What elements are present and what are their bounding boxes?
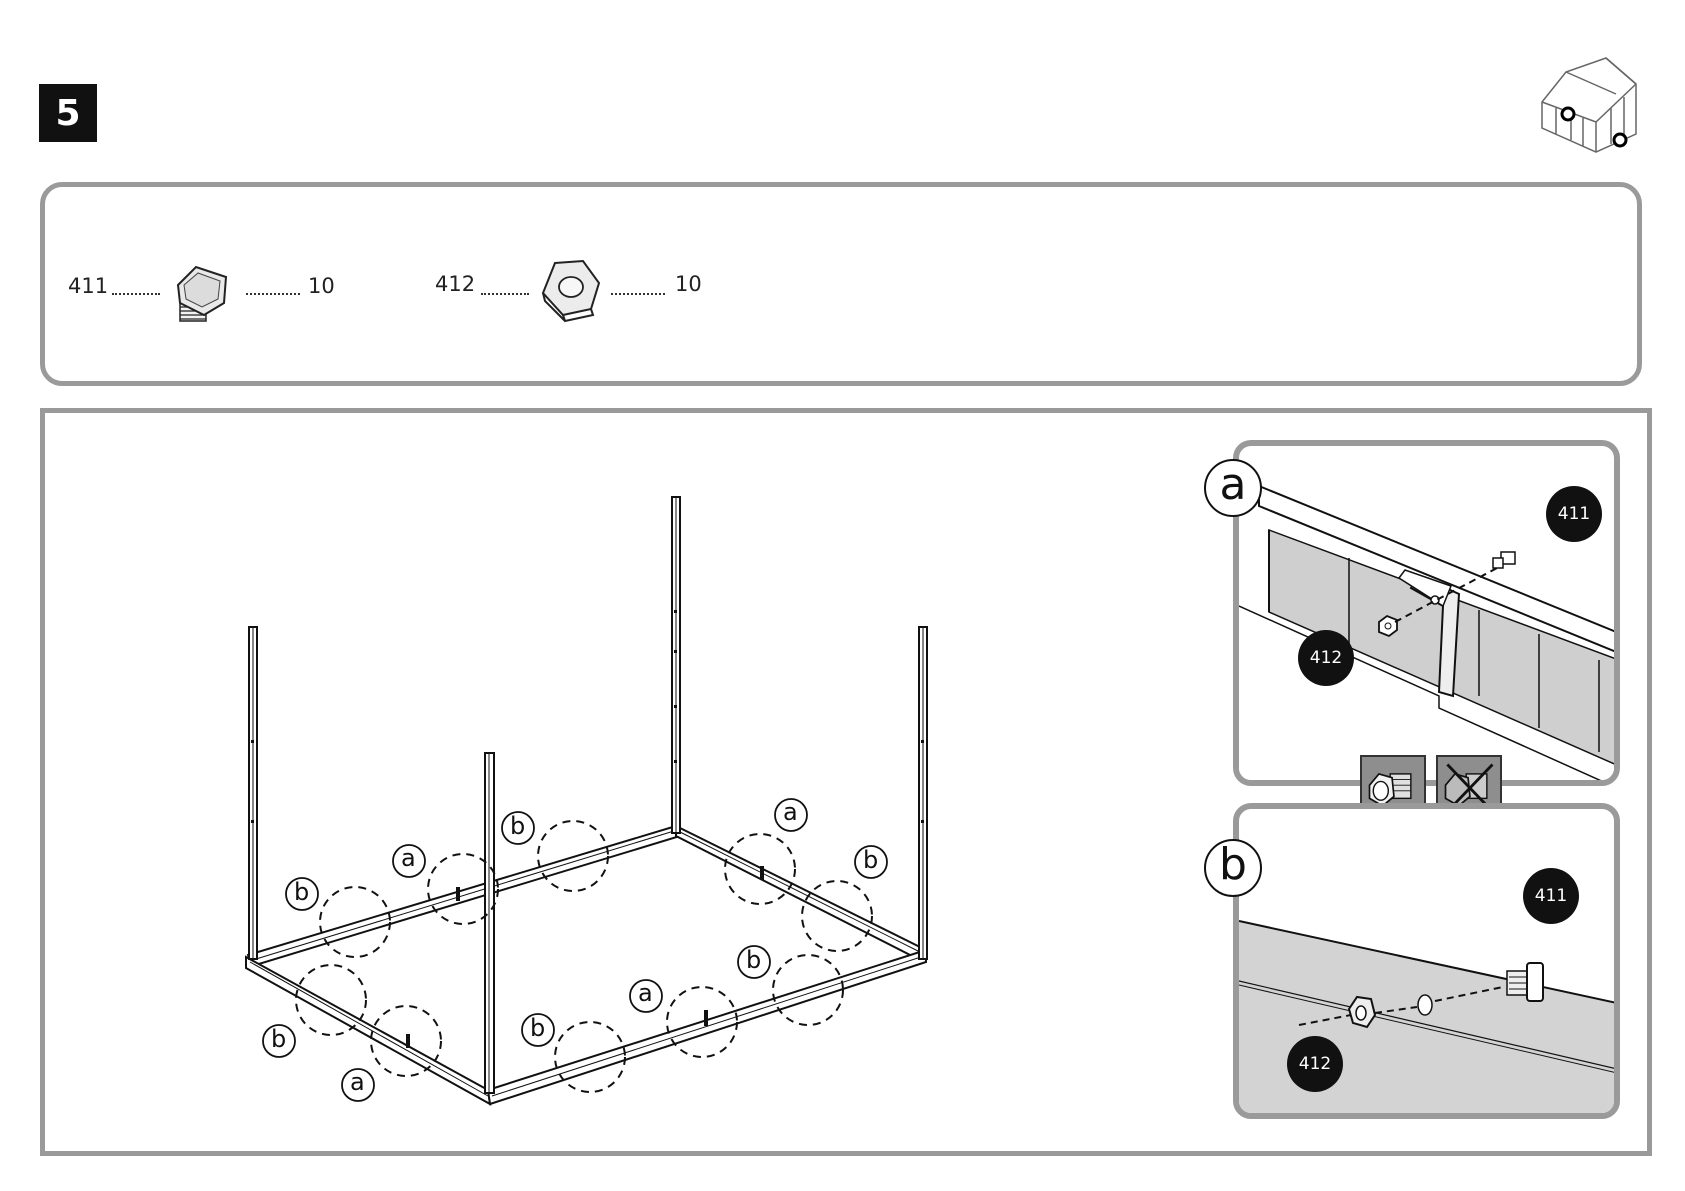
callout-a [393, 845, 425, 877]
callout-b [738, 946, 770, 978]
detail-b-letter: b [1204, 839, 1262, 897]
callout-b [502, 812, 534, 844]
callout-a [342, 1069, 374, 1101]
detail-b-label-412: 412 [1287, 1036, 1343, 1092]
detail-b-label-411: 411 [1523, 868, 1579, 924]
detail-a-label-411: 411 [1546, 486, 1602, 542]
callout-a [775, 799, 807, 831]
callout-a [630, 980, 662, 1012]
callout-b [286, 878, 318, 910]
detail-a-letter: a [1204, 459, 1262, 517]
callout-b [522, 1014, 554, 1046]
callout-b [263, 1025, 295, 1057]
callout-b [855, 846, 887, 878]
detail-a-label-412: 412 [1298, 630, 1354, 686]
